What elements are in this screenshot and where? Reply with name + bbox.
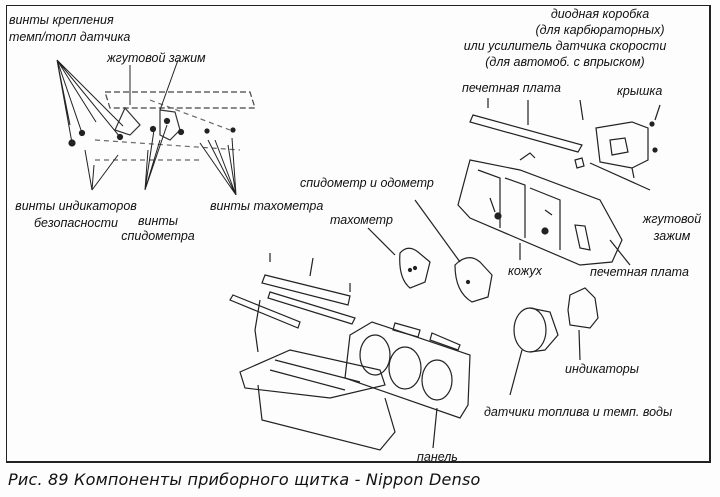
label-harness-clamp-right-line2: зажим xyxy=(653,229,691,243)
label-printed-board-right: печетная плата xyxy=(590,265,689,279)
label-panel: панель xyxy=(417,450,458,464)
housing-kozhukh xyxy=(457,159,651,266)
cover-diode-box xyxy=(574,104,661,179)
cluster-rear-view xyxy=(68,91,256,161)
label-speedometer-odometer: спидометр и одометр xyxy=(300,176,434,190)
label-tachometer-screws: винты тахометра xyxy=(210,199,324,213)
label-tachometer: тахометр xyxy=(330,213,393,227)
label-diode-box-line1: диодная коробка xyxy=(550,7,650,21)
label-safety-indicator-screws-line1: винты индикаторов xyxy=(15,199,137,213)
label-temp-fuel-sensor-screws-line2: темп/топл датчика xyxy=(9,30,131,44)
label-temp-fuel-sensor-screws-line1: винты крепления xyxy=(9,13,114,27)
label-safety-indicator-screws-line2: безопасности xyxy=(34,216,118,230)
figure-frame xyxy=(6,5,711,463)
label-housing: кожух xyxy=(508,264,542,278)
figure-caption: Рис. 89 Компоненты приборного щитка - Ni… xyxy=(8,470,481,489)
label-fuel-water-temp-gauges: датчики топлива и темп. воды xyxy=(484,405,673,419)
printed-circuit-board-top xyxy=(469,98,584,161)
printed-board-lower xyxy=(229,253,356,353)
label-cover: крышка xyxy=(617,84,663,98)
label-diode-box-line4: (для автомоб. с впрыском) xyxy=(485,55,645,69)
tachometer-gauge xyxy=(367,227,431,289)
label-speedometer-screws-line1: винты xyxy=(138,214,178,228)
speedometer-gauge xyxy=(414,199,493,303)
base-housing-lower xyxy=(239,349,396,451)
front-panel xyxy=(344,321,471,449)
fuel-water-temp-gauge xyxy=(509,307,559,396)
leader-lines-left xyxy=(56,59,237,196)
label-harness-clamp-right-line1: жгутовой xyxy=(642,212,702,226)
label-diode-box-line3: или усилитель датчика скорости xyxy=(463,39,667,53)
label-diode-box-line2: (для карбюраторных) xyxy=(535,23,665,37)
label-harness-clamp-top: жгутовой зажим xyxy=(107,51,206,65)
indicators-block xyxy=(567,287,599,361)
label-speedometer-screws-line2: спидометра xyxy=(121,229,195,243)
label-printed-board-top: печетная плата xyxy=(462,81,561,95)
label-indicators: индикаторы xyxy=(565,362,639,376)
